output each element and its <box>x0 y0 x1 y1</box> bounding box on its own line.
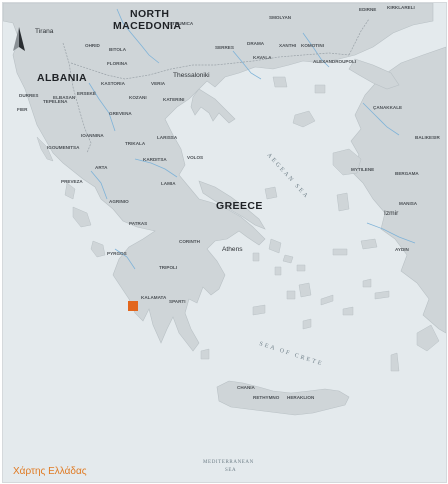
chalkidiki <box>190 88 236 124</box>
label-manisa: MANISA <box>399 201 418 206</box>
label-tripoli: TRIPOLI <box>159 265 177 270</box>
corfu-island <box>36 136 54 162</box>
anatolia-landmass <box>348 46 446 334</box>
label-balikesir: BALIKESIR <box>415 135 440 140</box>
label-ioannina: IOANNINA <box>81 133 104 138</box>
label-kozani: KOZANI <box>129 95 147 100</box>
label-north-macedonia-2: MACEDONIA <box>113 20 181 32</box>
label-albania: ALBANIA <box>37 72 87 84</box>
label-mediterranean-2: SEA <box>225 468 236 473</box>
evia-island <box>198 180 266 230</box>
kea-island <box>252 252 260 262</box>
label-rethymno: RETHYMNO <box>253 395 280 400</box>
tinos-island <box>282 254 294 264</box>
label-arta: ARTA <box>95 165 108 170</box>
label-erseke: ERSEKË <box>77 90 96 96</box>
label-canakkale: ÇANAKKALE <box>373 105 402 110</box>
label-larissa: LARISSA <box>157 135 178 140</box>
label-volos: VOLOS <box>187 155 203 160</box>
label-thessaloniki: Thessaloniki <box>173 72 210 79</box>
label-komotini: KOMOTINI <box>301 43 324 48</box>
label-aydin: AYDIN <box>395 247 410 252</box>
label-ohrid: OHRID <box>85 43 100 48</box>
andros-island <box>268 238 282 254</box>
location-square-marker[interactable] <box>128 301 138 311</box>
label-xanthi: XANTHI <box>279 43 296 48</box>
borders <box>62 18 370 154</box>
limnos-island <box>292 110 316 128</box>
astypalea-island <box>342 306 354 316</box>
lefkada-island <box>64 182 76 200</box>
label-igoumenitsa: IGOUMENITSA <box>47 145 80 150</box>
thasos-island <box>272 76 288 88</box>
kos-island <box>374 290 390 300</box>
label-preveza: PREVEZA <box>61 179 83 184</box>
ikaria-island <box>332 248 348 256</box>
kythira-island <box>200 348 210 360</box>
amorgos-island <box>320 294 334 306</box>
milos-island <box>252 304 266 316</box>
label-florina: FLORINA <box>107 61 128 66</box>
label-bitola: BITOLA <box>109 47 127 52</box>
label-chania: CHANIA <box>237 385 256 390</box>
label-corinth: CORINTH <box>179 239 201 244</box>
label-mediterranean-1: MEDITERRANEAN <box>203 460 254 465</box>
label-izmir: Izmir <box>384 210 399 217</box>
label-greece: GREECE <box>216 200 263 212</box>
label-lamia: LAMIA <box>161 181 176 186</box>
label-alexandroupoli: ALEXANDROUPOLI <box>313 59 356 64</box>
syros-island <box>274 266 282 276</box>
label-patras: PATRAS <box>129 221 147 226</box>
rivers <box>88 8 416 270</box>
label-tirana: Tirana <box>35 28 54 35</box>
santorini-island <box>302 318 312 330</box>
greece-map: NORTH MACEDONIA ALBANIA GREECE Tirana Th… <box>3 3 446 482</box>
mainland-landmass <box>3 3 434 352</box>
label-serres: SERRES <box>215 45 234 50</box>
label-tepelena: TEPELENA <box>43 99 68 104</box>
skyros-island <box>264 186 278 200</box>
label-north-macedonia-1: NORTH <box>130 8 169 20</box>
label-drama: DRAMA <box>247 41 265 46</box>
label-elbasan: ELBASAN <box>53 95 76 100</box>
naxos-island <box>298 282 312 298</box>
gallipoli-peninsula <box>348 58 400 90</box>
label-kirklareli: KIRKLARELI <box>387 5 415 10</box>
label-agrinio: AGRINIO <box>109 199 129 204</box>
label-grevena: GREVENA <box>109 111 132 116</box>
label-durres: DURRES <box>19 93 38 98</box>
label-athens: Athens <box>222 246 243 253</box>
kalymnos-island <box>362 278 372 288</box>
label-karditsa: KARDITSA <box>143 157 167 162</box>
karpathos-island <box>390 352 400 372</box>
label-veria: VERIA <box>151 81 166 86</box>
label-heraklion: HERAKLION <box>287 395 315 400</box>
chios-island <box>336 192 350 212</box>
label-mytilene: MYTILENE <box>351 167 374 172</box>
zakynthos-island <box>90 240 106 258</box>
north-arrow-icon <box>13 27 25 51</box>
kefalonia-island <box>72 206 92 228</box>
label-kavala: KAVALA <box>253 55 272 60</box>
label-kalamata: KALAMATA <box>141 295 167 300</box>
samothraki-island <box>314 84 326 94</box>
crete-island <box>216 380 350 416</box>
label-edirne: EDIRNE <box>359 7 376 12</box>
label-kastoria: KASTORIA <box>101 81 126 86</box>
label-sparti: SPARTI <box>169 299 186 304</box>
label-katerini: KATERINI <box>163 97 184 102</box>
lesvos-island <box>332 148 362 176</box>
label-bergama: BERGAMA <box>395 171 419 176</box>
map-caption: Χάρτης Ελλάδας <box>13 466 87 477</box>
paros-island <box>286 290 296 300</box>
label-strumica: STRUMICA <box>169 21 194 26</box>
rhodes-island <box>416 324 440 352</box>
samos-island <box>360 238 378 250</box>
label-trikala: TRIKALA <box>125 141 146 146</box>
label-fier: FIER <box>17 107 28 112</box>
label-smolyan: SMOLYAN <box>269 15 292 20</box>
mykonos-island <box>296 264 306 272</box>
label-pyrgos: PYRGOS <box>107 251 127 256</box>
